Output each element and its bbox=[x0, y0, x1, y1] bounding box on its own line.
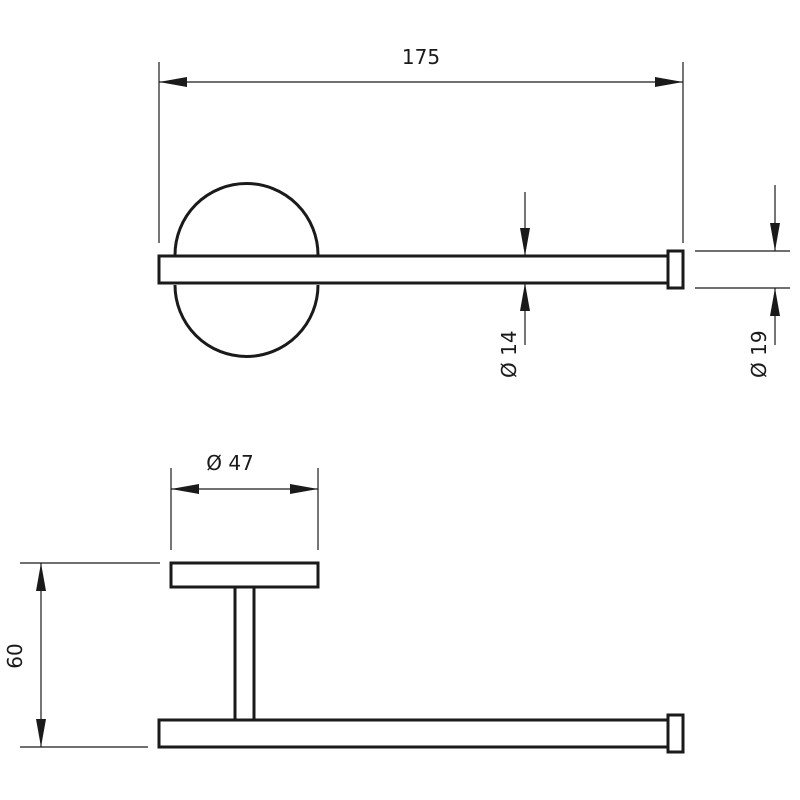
front-view bbox=[157, 182, 685, 358]
arrow-right bbox=[290, 484, 318, 494]
arrow-up bbox=[36, 563, 46, 591]
side-view-rod bbox=[157, 718, 670, 749]
arrow-up bbox=[770, 288, 780, 316]
label-rod-diameter: Ø 14 bbox=[497, 330, 521, 378]
label-end-cap-diameter: Ø 19 bbox=[747, 330, 771, 378]
dimension-rod-diameter: Ø 14 bbox=[497, 192, 530, 378]
arrow-down bbox=[770, 223, 780, 251]
dimension-end-cap-diameter: Ø 19 bbox=[695, 185, 790, 378]
arrow-up bbox=[520, 283, 530, 311]
front-view-wall-base bbox=[173, 182, 320, 358]
arrow-down bbox=[520, 228, 530, 256]
dimension-projection: 60 bbox=[3, 562, 160, 748]
dimension-overall-length: 175 bbox=[158, 45, 684, 243]
side-view-base-plate bbox=[169, 561, 320, 589]
arrow-left bbox=[159, 77, 187, 87]
side-view bbox=[157, 561, 685, 754]
label-projection: 60 bbox=[3, 643, 27, 668]
dimension-base-diameter: Ø 47 bbox=[170, 451, 319, 550]
label-175: 175 bbox=[402, 45, 440, 69]
front-view-end-cap bbox=[666, 249, 685, 290]
side-view-end-cap bbox=[666, 713, 685, 754]
arrow-down bbox=[36, 719, 46, 747]
label-base-diameter: Ø 47 bbox=[206, 451, 254, 475]
arrow-right bbox=[655, 77, 683, 87]
arrow-left bbox=[171, 484, 199, 494]
front-view-rod bbox=[157, 254, 670, 285]
side-view-stem bbox=[233, 585, 256, 722]
